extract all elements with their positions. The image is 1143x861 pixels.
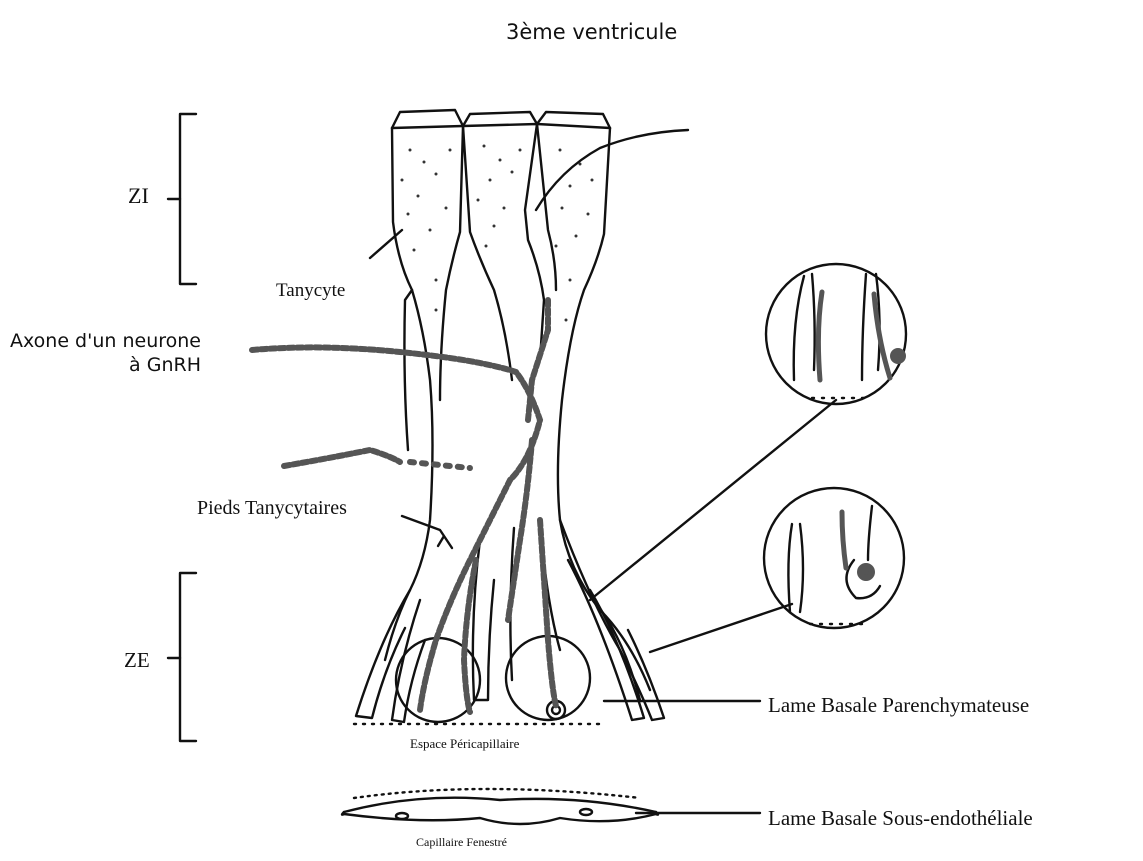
label-capillaire-fenestre: Capillaire Fenestré [416, 835, 507, 850]
label-axone-line2: à GnRH [10, 353, 201, 377]
zoom-circle-1 [766, 264, 906, 404]
label-tanycyte: Tanycyte [276, 280, 345, 302]
label-axone-line1: Axone d'un neurone [10, 329, 201, 353]
label-espace-pericapillaire: Espace Péricapillaire [410, 736, 519, 752]
diagram-title: 3ème ventricule [506, 20, 677, 44]
zi-bracket [180, 114, 196, 284]
tanycyte-cells [385, 110, 650, 690]
zoom-circle-2 [764, 488, 904, 628]
label-zi: ZI [128, 183, 149, 209]
axon-top-tail [536, 130, 688, 210]
label-lame-sous-endotheliale: Lame Basale Sous-endothéliale [768, 806, 1033, 831]
zoom2-leader [650, 604, 792, 652]
label-axone: Axone d'un neurone à GnRH [10, 329, 201, 377]
capillaire [342, 789, 658, 824]
zoom1-leader [590, 400, 836, 600]
label-pieds-tanycytaires: Pieds Tanycytaires [197, 497, 347, 520]
label-lame-parenchymateuse: Lame Basale Parenchymateuse [768, 693, 1029, 718]
ze-bracket [180, 573, 196, 741]
label-ze: ZE [124, 648, 150, 673]
cell-stipple [401, 145, 594, 322]
